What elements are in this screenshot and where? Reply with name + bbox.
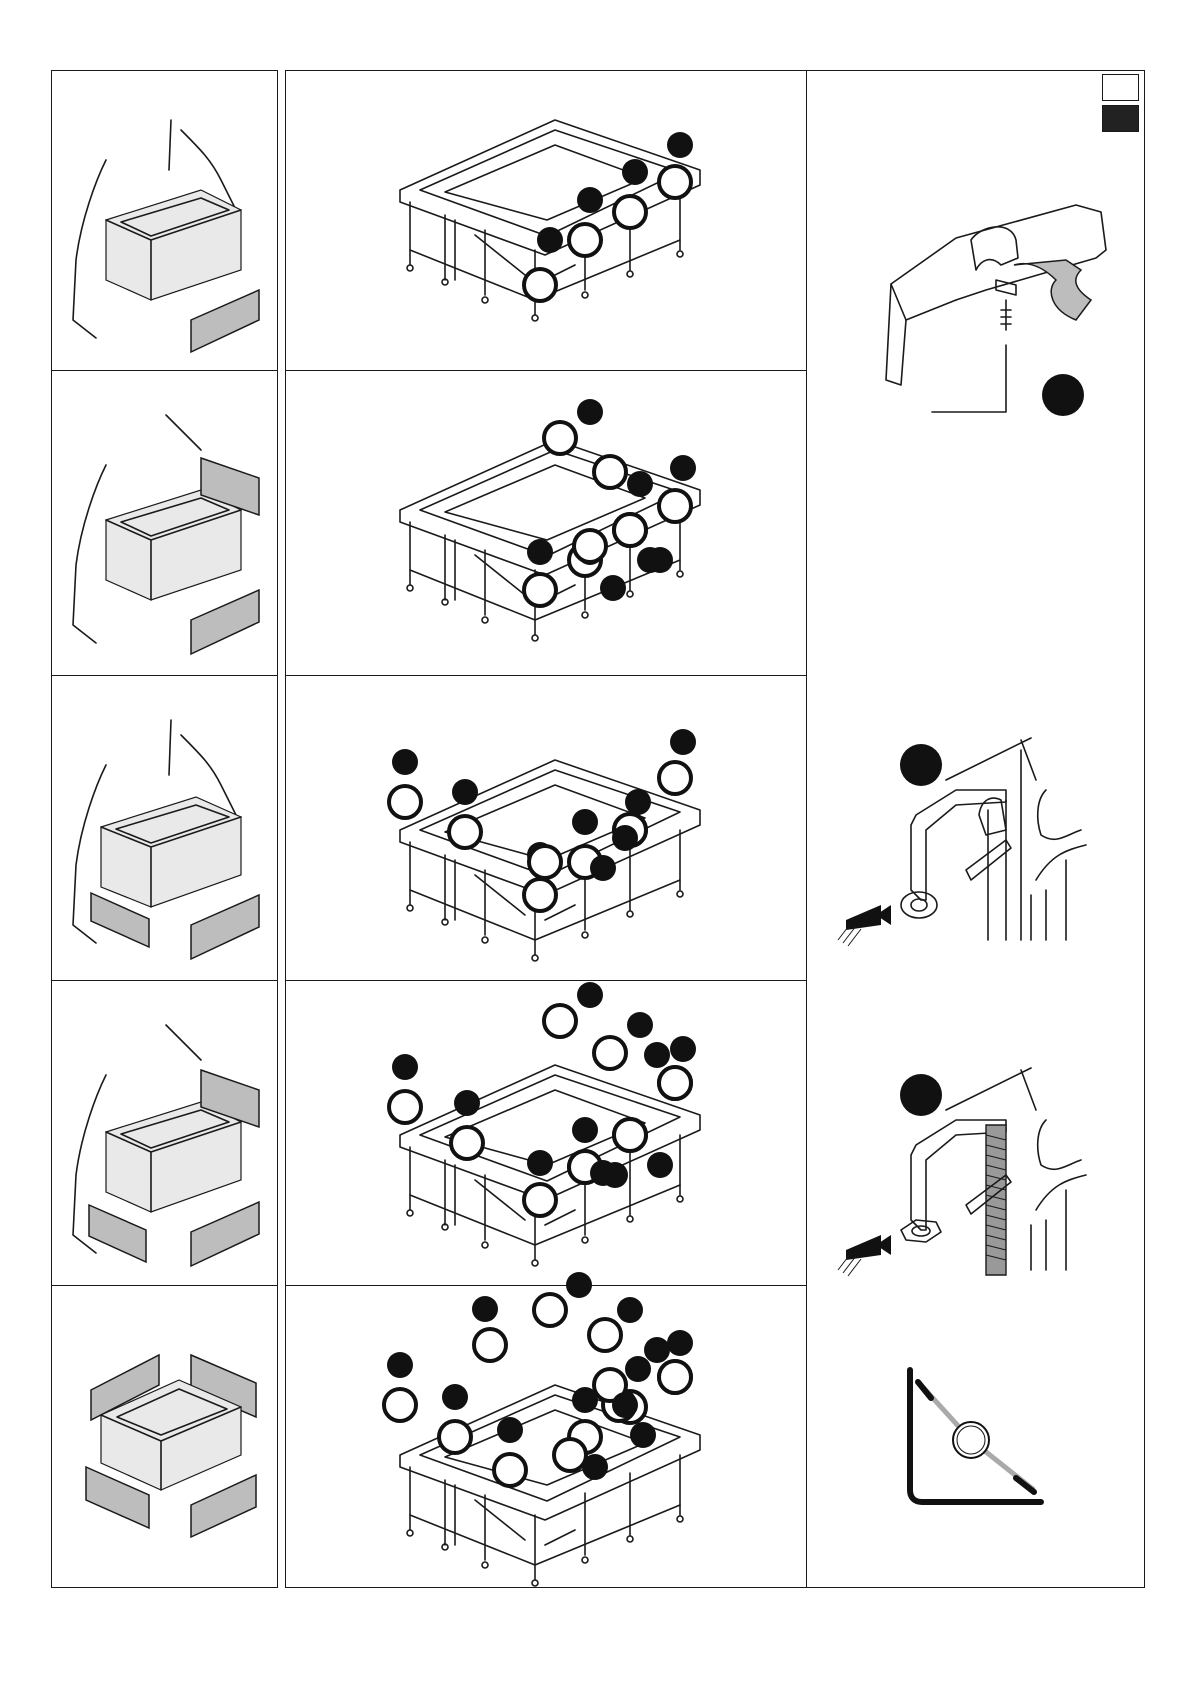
position-marker-dot [577, 399, 603, 425]
screw-position-ring [569, 224, 601, 256]
split-ring-washer-icon [806, 740, 1145, 960]
position-marker-dot [527, 1150, 553, 1176]
corner-bracket-icon [806, 1350, 1145, 1510]
position-marker-dot [622, 159, 648, 185]
position-marker-dot [566, 1272, 592, 1298]
screw-position-ring [384, 1389, 416, 1421]
screw-position-ring [524, 574, 556, 606]
position-marker-dot [670, 1036, 696, 1062]
thumbnail-step-4 [51, 980, 278, 1285]
position-marker-dot [577, 982, 603, 1008]
screw-position-ring [594, 1037, 626, 1069]
screw-position-ring [529, 846, 561, 878]
position-marker-dot [527, 539, 553, 565]
screw-position-ring [524, 879, 556, 911]
thumbnail-step-1 [51, 70, 278, 370]
screw-position-ring [594, 456, 626, 488]
screw-position-ring [659, 1067, 691, 1099]
position-marker-dot [537, 227, 563, 253]
tub-drawing [389, 982, 700, 1266]
position-marker-dot [582, 1454, 608, 1480]
tub-drawing [384, 1272, 700, 1586]
main-diagram-step-2 [285, 370, 806, 675]
position-marker-dot [452, 779, 478, 805]
position-marker-dot [617, 1297, 643, 1323]
legend-dark-box [1102, 105, 1139, 132]
tub-drawing [400, 399, 700, 641]
position-marker-dot [670, 729, 696, 755]
position-marker-dot [667, 132, 693, 158]
main-diagram-step-4 [285, 980, 806, 1285]
screw-position-ring [534, 1294, 566, 1326]
main-diagram-step-1 [285, 70, 806, 370]
position-marker-dot [644, 1337, 670, 1363]
position-marker-dot [627, 1012, 653, 1038]
hex-nut-threaded-rod-icon [806, 1070, 1145, 1290]
position-marker-dot [667, 1330, 693, 1356]
position-marker-dot [577, 187, 603, 213]
position-marker-dot [625, 1356, 651, 1382]
screw-position-ring [589, 1319, 621, 1351]
screw-position-ring [451, 1127, 483, 1159]
position-marker-dot [454, 1090, 480, 1116]
screw-position-ring [389, 1091, 421, 1123]
legend-light-box [1102, 74, 1139, 101]
panel-clip-screw-icon [806, 180, 1145, 440]
screw-position-ring [494, 1454, 526, 1486]
screw-position-ring [659, 762, 691, 794]
screw-position-ring [439, 1421, 471, 1453]
position-marker-dot [670, 455, 696, 481]
position-marker-dot [572, 809, 598, 835]
position-marker-dot [387, 1352, 413, 1378]
screw-position-ring [544, 1005, 576, 1037]
screw-position-ring [474, 1329, 506, 1361]
screw-position-ring [554, 1439, 586, 1471]
thumbnail-step-2 [51, 370, 278, 675]
screw-position-ring [389, 786, 421, 818]
position-marker-dot [630, 1422, 656, 1448]
position-marker-dot [497, 1417, 523, 1443]
position-marker-dot [612, 1392, 638, 1418]
position-marker-dot [590, 1160, 616, 1186]
main-diagram-step-5 [285, 1285, 806, 1588]
position-marker-dot [625, 789, 651, 815]
position-marker-dot [572, 1117, 598, 1143]
screw-position-ring [449, 816, 481, 848]
position-marker-dot [472, 1296, 498, 1322]
screw-position-ring [659, 490, 691, 522]
position-marker-dot [392, 1054, 418, 1080]
position-marker-dot [442, 1384, 468, 1410]
thumbnail-step-3 [51, 675, 278, 980]
main-diagram-step-3 [285, 675, 806, 980]
position-marker-dot [637, 547, 663, 573]
position-marker-dot [627, 471, 653, 497]
position-marker-dot [590, 855, 616, 881]
position-marker-dot [647, 1152, 673, 1178]
screw-position-ring [574, 530, 606, 562]
detail-marker [1042, 374, 1084, 416]
screw-position-ring [614, 196, 646, 228]
screw-position-ring [614, 1119, 646, 1151]
position-marker-dot [612, 825, 638, 851]
tub-drawing [400, 120, 700, 321]
screw-position-ring [524, 1184, 556, 1216]
tub-drawing [389, 729, 700, 961]
screw-position-ring [614, 514, 646, 546]
position-marker-dot [600, 575, 626, 601]
screw-position-ring [659, 1361, 691, 1393]
screw-position-ring [659, 166, 691, 198]
screw-position-ring [544, 422, 576, 454]
position-marker-dot [392, 749, 418, 775]
position-marker-dot [644, 1042, 670, 1068]
screw-position-ring [524, 269, 556, 301]
thumbnail-step-5 [51, 1285, 278, 1588]
